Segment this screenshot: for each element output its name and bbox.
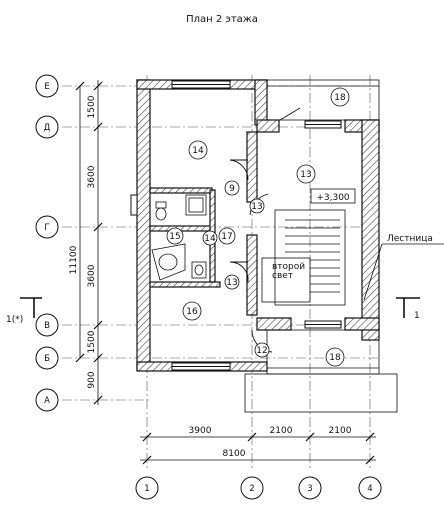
room-15: 15 (169, 232, 180, 242)
axis-row-g: Г (35, 215, 59, 239)
room-13-b: 13 (251, 202, 262, 212)
dim-h-2: 2100 (270, 426, 293, 436)
room-14: 14 (192, 146, 204, 156)
axis-col-3-label: 3 (307, 484, 312, 494)
walls (136, 79, 380, 372)
void-label-2: свет (272, 271, 293, 281)
stair-label: Лестница (387, 234, 433, 244)
axis-row-v: В (35, 313, 59, 337)
room-17: 17 (221, 232, 232, 242)
room-12: 12 (256, 346, 267, 356)
section-label-left: 1(*) (6, 315, 23, 325)
axis-row-b: Б (35, 346, 59, 370)
windows (130, 80, 342, 371)
staircase (261, 209, 346, 306)
dim-v-2: 3600 (87, 165, 97, 188)
dim-h-total: 8100 (223, 449, 246, 459)
horizontal-dimensions (140, 432, 376, 465)
balconies (244, 79, 398, 413)
axis-row-a-label: А (44, 396, 50, 406)
room-18-top: 18 (334, 93, 346, 103)
dim-h-1: 3900 (189, 426, 212, 436)
axis-col-4: 4 (358, 476, 382, 500)
dim-h-3: 2100 (329, 426, 352, 436)
level-mark-box (310, 188, 356, 204)
axis-col-1-label: 1 (144, 484, 149, 494)
axis-row-e: Е (35, 74, 59, 98)
section-label-right: 1 (414, 311, 420, 321)
axis-grid (62, 75, 380, 470)
dim-v-1: 1500 (87, 95, 97, 118)
dim-v-5: 900 (87, 371, 97, 388)
room-14-b: 14 (204, 234, 216, 244)
axis-row-d-label: Д (44, 123, 51, 133)
axis-col-1: 1 (135, 476, 159, 500)
room-16: 16 (186, 307, 198, 317)
section-marker-right (396, 297, 420, 318)
axis-row-a: А (35, 388, 59, 412)
axis-col-2: 2 (240, 476, 264, 500)
dim-v-4: 1500 (87, 330, 97, 353)
room-labels: 18 14 13 9 13 15 14 17 13 16 12 18 (166, 87, 350, 367)
section-marker-left (20, 297, 42, 318)
vertical-dimensions (75, 80, 103, 405)
axis-row-e-label: Е (44, 82, 49, 92)
stair-leader (363, 243, 383, 301)
dim-v-total: 11100 (69, 245, 79, 274)
axis-col-2-label: 2 (249, 484, 254, 494)
axis-row-v-label: В (44, 321, 50, 331)
room-13-c: 13 (226, 278, 237, 288)
row-axes: Е Д Г В Б А (35, 74, 59, 412)
dim-v-3: 3600 (87, 264, 97, 287)
col-axes: 1 2 3 4 (135, 476, 382, 500)
room-18-bottom: 18 (329, 353, 341, 363)
doors (229, 107, 301, 353)
axis-row-d: Д (35, 115, 59, 139)
axis-col-4-label: 4 (367, 484, 372, 494)
void-label-1: второй (272, 262, 305, 272)
level-mark: +3,300 (316, 193, 350, 203)
axis-row-b-label: Б (44, 354, 50, 364)
fixtures (151, 194, 207, 281)
room-13-a: 13 (300, 170, 311, 180)
room-9: 9 (229, 184, 235, 194)
axis-col-3: 3 (298, 476, 322, 500)
plan-title: План 2 этажа (186, 14, 258, 25)
axis-row-g-label: Г (44, 223, 49, 233)
